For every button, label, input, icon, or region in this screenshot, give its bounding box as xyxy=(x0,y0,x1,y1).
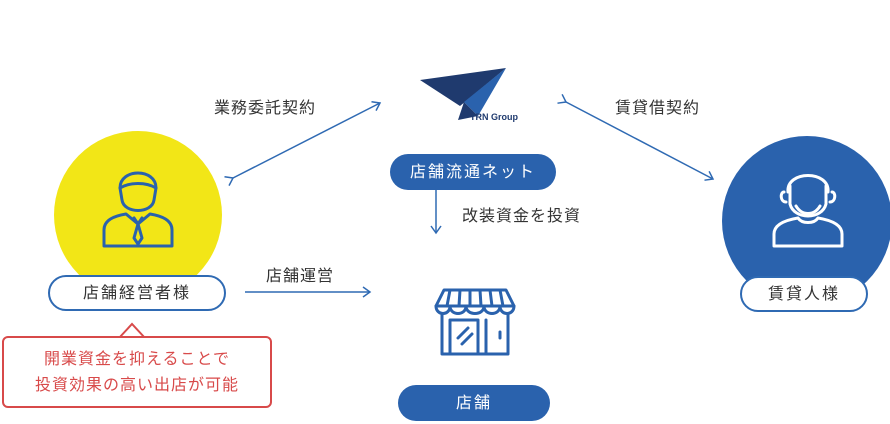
trn-logo-mark xyxy=(420,68,506,120)
callout-line-1: 開業資金を抑えることで xyxy=(43,349,231,368)
invest-label: 改装資金を投資 xyxy=(462,206,582,225)
businessman-icon xyxy=(102,171,174,248)
callout-pointer xyxy=(118,322,146,339)
tenant-pill: 賃貸人様 xyxy=(740,276,868,312)
operator-pill: 店舗経営者様 xyxy=(48,275,226,311)
merit-callout: 開業資金を抑えることで 投資効果の高い出店が可能 xyxy=(2,336,272,408)
operator-circle xyxy=(54,131,222,299)
tenant-contract-label: 賃貸借契約 xyxy=(615,98,701,117)
callout-line-2: 投資効果の高い出店が可能 xyxy=(34,375,239,394)
store-pill: 店舗 xyxy=(398,385,550,421)
operator-contract-arrow xyxy=(224,100,382,186)
hub-label-pill: 店舗流通ネット xyxy=(390,154,556,190)
trn-logo-wordmark: TRN Group xyxy=(470,112,518,122)
operate-label: 店舗運営 xyxy=(266,266,335,285)
tenant-contract-arrow xyxy=(557,93,715,181)
operator-contract-label: 業務委託契約 xyxy=(214,98,317,117)
trn-group-logo: TRN Group xyxy=(418,58,528,128)
person-icon xyxy=(772,174,844,248)
storefront-icon xyxy=(434,288,516,356)
